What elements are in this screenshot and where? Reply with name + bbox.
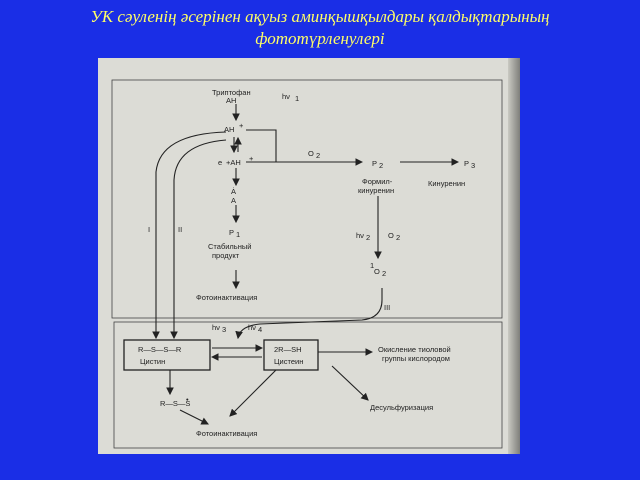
- label-cystine: Цистин: [140, 357, 165, 366]
- pathway-ii: [170, 139, 227, 340]
- label-pathway-3: III: [384, 303, 390, 312]
- label-rss-radical-sup: •: [186, 395, 189, 404]
- label-hv3: hν: [212, 323, 220, 332]
- label-tryptophan: Триптофан: [212, 88, 251, 97]
- label-p1: P: [229, 228, 234, 237]
- label-p2: P: [372, 159, 377, 168]
- label-rss-radical: R—S—S: [160, 399, 190, 408]
- label-ahplus-sup: +: [239, 121, 244, 130]
- arrow-to-desulfurization: [331, 365, 369, 401]
- label-kynurenine: Кинуренин: [428, 179, 465, 188]
- label-cysteine: Цистеин: [274, 357, 303, 366]
- label-hv4-sub: 4: [258, 325, 262, 334]
- label-p3: P: [464, 159, 469, 168]
- label-a: A: [231, 196, 236, 205]
- label-cystine-formula: R—S—S—R: [138, 345, 182, 354]
- label-e-ah: +AH: [226, 158, 241, 167]
- upper-frame: [111, 79, 503, 319]
- slide-title-line-2: фототүрленулері: [255, 29, 385, 48]
- label-pathway-2: II: [178, 225, 182, 234]
- label-cysteine-formula: 2R—SH: [274, 345, 302, 354]
- label-photoinactivation-bottom: Фотоинактивация: [196, 429, 257, 438]
- label-formyl-2: кинуренин: [358, 186, 394, 195]
- label-hv2: hν: [356, 231, 364, 240]
- label-hv1-sub: 1: [295, 94, 299, 103]
- label-pathway-1: I: [148, 225, 150, 234]
- scanned-figure-edge: [508, 58, 520, 454]
- label-p3-sub: 3: [471, 161, 475, 170]
- label-desulfurization: Десульфуризация: [370, 403, 433, 412]
- label-e-ah-sup: +: [249, 154, 254, 163]
- label-hv3-sub: 3: [222, 325, 226, 334]
- label-e: e: [218, 158, 222, 167]
- label-stable-1: Стабильный: [208, 242, 251, 251]
- slide-title-line-1: УК сәуленің әсерінен ақуыз аминқышқылдар…: [90, 7, 550, 26]
- pathway-i: [152, 131, 227, 340]
- label-singlet-sup: 1: [370, 261, 374, 270]
- label-o2b: O: [388, 231, 394, 240]
- label-formyl-1: Формил-: [362, 177, 393, 186]
- label-p2-sub: 2: [379, 161, 383, 170]
- loop-bracket: [246, 129, 277, 163]
- label-ahplus: AH: [224, 125, 234, 134]
- label-oxidation-1: Окисление тиоловой: [378, 345, 451, 354]
- label-a-dot: Ȧ: [231, 187, 236, 196]
- cysteine-box: [263, 339, 319, 371]
- arrow-rss-to-photoinactivation: [179, 409, 209, 425]
- label-o2: O: [308, 149, 314, 158]
- label-photoinactivation-top: Фотоинактивация: [196, 293, 257, 302]
- label-ah: AH: [226, 96, 236, 105]
- cystine-box: [123, 339, 211, 371]
- label-o2-sub: 2: [316, 151, 320, 160]
- label-oxidation-2: группы кислородом: [382, 354, 450, 363]
- arrow-cysteine-to-photoinactivation: [229, 369, 277, 417]
- lower-frame: [113, 321, 503, 449]
- label-singlet-o2: O: [374, 267, 380, 276]
- label-hv1: hν: [282, 92, 290, 101]
- label-o2b-sub: 2: [396, 233, 400, 242]
- label-hv4: hν: [248, 323, 256, 332]
- pathway-iii: [235, 288, 383, 340]
- label-p1-sub: 1: [236, 230, 240, 239]
- label-hv2-sub: 2: [366, 233, 370, 242]
- label-singlet-sub: 2: [382, 269, 386, 278]
- label-stable-2: продукт: [212, 251, 240, 260]
